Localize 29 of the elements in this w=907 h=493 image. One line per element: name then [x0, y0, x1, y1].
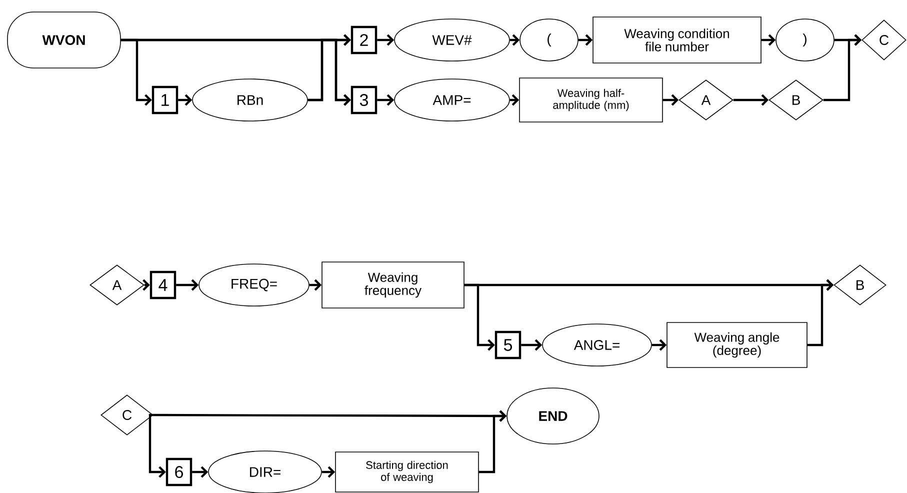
number-box: 5: [494, 330, 522, 360]
number-box: 1: [152, 86, 178, 114]
parameter-box: Weaving frequency: [322, 262, 464, 308]
arrow: [578, 34, 593, 46]
number-box: 2: [350, 26, 378, 54]
arrow: [652, 339, 667, 351]
number-box: 6: [166, 458, 192, 486]
number-box: 4: [150, 270, 176, 300]
arrow: [178, 94, 192, 106]
arrow: [807, 279, 834, 346]
arrow: [377, 34, 394, 46]
arrow: [662, 94, 679, 106]
arrow: [192, 466, 208, 478]
parameter-box: Weaving angle (degree): [666, 322, 808, 368]
terminal-box: WVON: [7, 12, 121, 68]
parameter-box: Starting direction of weaving: [335, 452, 479, 492]
parameter-box: Weaving half-amplitude (mm): [519, 78, 663, 122]
arrow: [521, 339, 542, 351]
arrow: [377, 94, 394, 106]
arrow: [823, 34, 862, 102]
arrow: [148, 414, 166, 478]
arrow: [176, 279, 199, 291]
arrow: [761, 34, 776, 46]
arrow: [464, 284, 495, 351]
number-box: 3: [350, 86, 378, 114]
arrow: [478, 410, 507, 474]
arrow: [322, 466, 336, 478]
parameter-box: Weaving condition file number: [592, 16, 762, 64]
arrow: [733, 94, 769, 106]
